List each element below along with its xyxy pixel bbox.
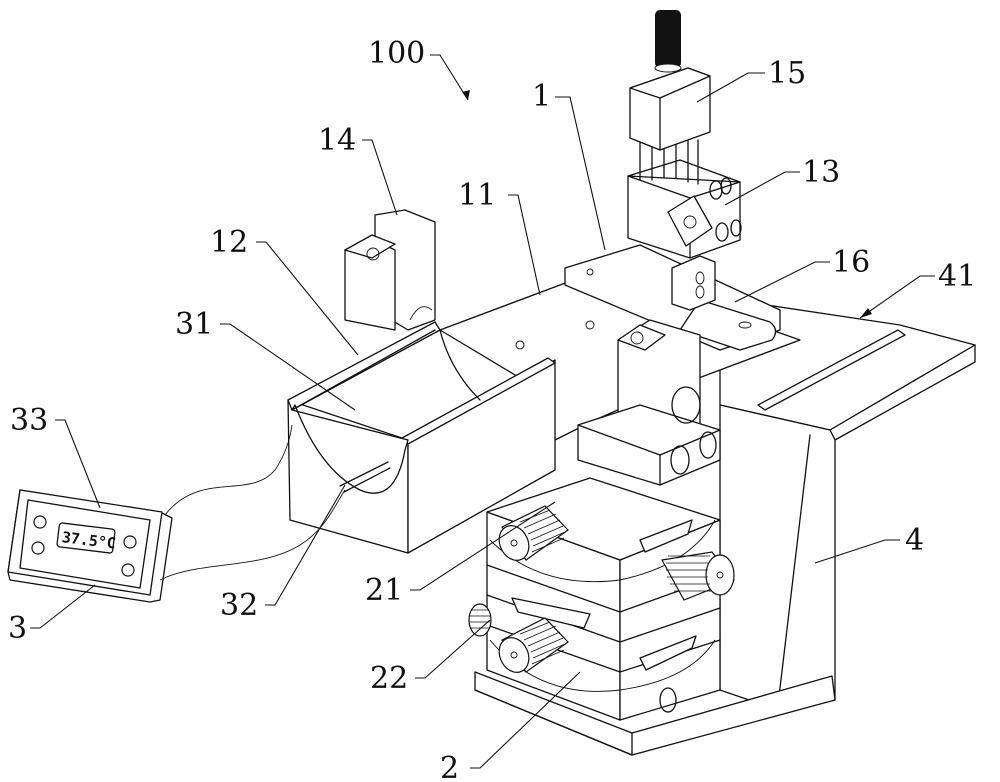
label-100: 100 bbox=[368, 36, 425, 71]
right-knurled-knob[interactable] bbox=[661, 551, 735, 601]
label-32: 32 bbox=[220, 588, 258, 623]
temperature-readout bbox=[56, 522, 116, 554]
controller-button[interactable] bbox=[33, 515, 47, 529]
label-22: 22 bbox=[370, 661, 408, 696]
label-31: 31 bbox=[175, 307, 213, 342]
temperature-controller: 37.5°C bbox=[7, 489, 173, 603]
label-12: 12 bbox=[210, 225, 248, 260]
reference-labels: 100 1 15 14 11 13 12 16 41 31 33 4 21 32… bbox=[8, 36, 976, 782]
label-41: 41 bbox=[938, 259, 976, 294]
left-clamp-block bbox=[344, 209, 436, 331]
rear-knurled-knob[interactable] bbox=[468, 603, 492, 637]
upper-knurled-knob[interactable] bbox=[494, 505, 569, 565]
heating-trough bbox=[287, 321, 556, 554]
lower-knurled-knob[interactable] bbox=[494, 617, 569, 677]
controller-button[interactable] bbox=[31, 541, 45, 555]
mounting-lug bbox=[679, 299, 777, 351]
leader-lines bbox=[30, 54, 935, 769]
support-bracket bbox=[719, 297, 976, 711]
top-knob-block bbox=[629, 10, 711, 151]
label-4: 4 bbox=[905, 523, 924, 558]
label-15: 15 bbox=[768, 56, 806, 91]
label-33: 33 bbox=[10, 403, 48, 438]
label-14: 14 bbox=[318, 123, 356, 158]
unit-base-plate bbox=[474, 671, 836, 756]
controller-button[interactable] bbox=[121, 563, 135, 577]
label-1: 1 bbox=[532, 79, 551, 114]
front-clamp-block bbox=[577, 319, 721, 486]
label-3: 3 bbox=[8, 611, 27, 646]
label-13: 13 bbox=[802, 155, 840, 190]
label-16: 16 bbox=[832, 245, 870, 280]
label-2: 2 bbox=[440, 751, 459, 782]
label-11: 11 bbox=[458, 178, 496, 213]
black-knob-icon[interactable] bbox=[655, 10, 681, 68]
controller-wires bbox=[159, 424, 346, 581]
controller-button[interactable] bbox=[123, 535, 137, 549]
upper-clamp-block bbox=[627, 139, 742, 311]
label-21: 21 bbox=[365, 573, 403, 608]
